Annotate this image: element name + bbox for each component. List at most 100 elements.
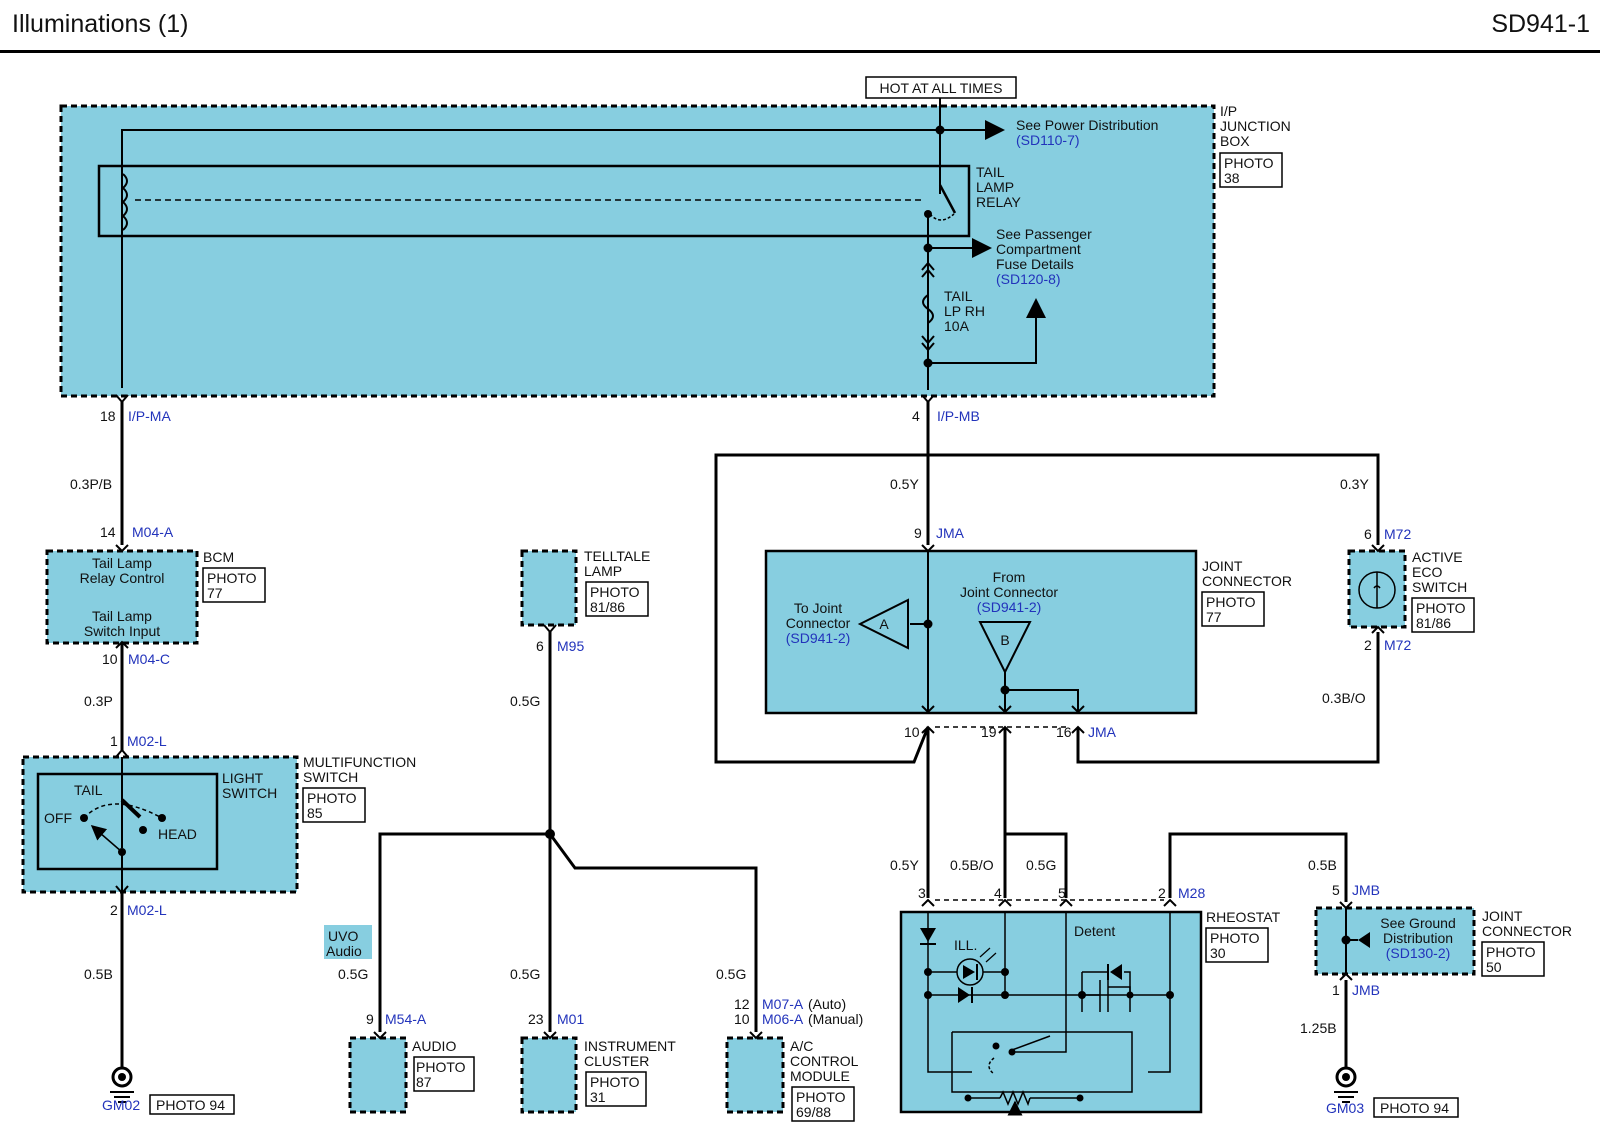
m01-pin: 23 bbox=[528, 1011, 544, 1027]
eco-photo-1: PHOTO bbox=[1416, 600, 1466, 616]
fuse-label-2: LP RH bbox=[944, 303, 985, 319]
jma-top-label: JMA bbox=[936, 525, 965, 541]
junction-box-name-2: JUNCTION bbox=[1220, 118, 1291, 134]
m72-bot-pin: 2 bbox=[1364, 637, 1372, 653]
junction-box-photo-box bbox=[1219, 152, 1283, 188]
eco-name-3: SWITCH bbox=[1412, 579, 1467, 595]
m01-label: M01 bbox=[557, 1011, 584, 1027]
bcm-text-2: Relay Control bbox=[80, 570, 165, 586]
ac-control-module-box bbox=[725, 1036, 785, 1114]
wire-telltale: 0.5G bbox=[510, 693, 540, 709]
from-joint-link[interactable]: (SD941-2) bbox=[977, 599, 1042, 615]
m02l-bot-pin: 2 bbox=[110, 902, 118, 918]
m95-label: M95 bbox=[557, 638, 584, 654]
telltale-photo-2: 81/86 bbox=[590, 599, 625, 615]
fuse-label-3: 10A bbox=[944, 318, 970, 334]
rheostat-photo-1: PHOTO bbox=[1210, 930, 1260, 946]
ac-name-2: CONTROL bbox=[790, 1053, 859, 1069]
jmb-ref-1: See Ground bbox=[1380, 915, 1456, 931]
rheostat-box bbox=[899, 910, 1203, 1114]
pos-head: HEAD bbox=[158, 826, 197, 842]
wire-jma-in: 0.5Y bbox=[890, 476, 919, 492]
m28-label: M28 bbox=[1178, 885, 1205, 901]
jmb-ref-link[interactable]: (SD130-2) bbox=[1386, 945, 1451, 961]
m06a-pin: 10 bbox=[734, 1011, 750, 1027]
m07a-pin: 12 bbox=[734, 996, 750, 1012]
ac-photo-1: PHOTO bbox=[796, 1089, 846, 1105]
wire-ipma: 0.3P/B bbox=[70, 476, 112, 492]
fuse-ref-label-3: Fuse Details bbox=[996, 256, 1074, 272]
light-switch-inner bbox=[36, 772, 219, 871]
cluster-photo-1: PHOTO bbox=[590, 1074, 640, 1090]
m72-top-label: M72 bbox=[1384, 526, 1411, 542]
page-id: SD941-1 bbox=[1491, 10, 1590, 38]
ipma-pin: 18 bbox=[100, 408, 116, 424]
gm02-photo: PHOTO 94 bbox=[156, 1097, 225, 1113]
jma-b3: 16 bbox=[1056, 724, 1072, 740]
m72-bot-label: M72 bbox=[1384, 637, 1411, 653]
light-switch-1: LIGHT bbox=[222, 770, 264, 786]
jmb-name-1: JOINT bbox=[1482, 908, 1523, 924]
ipmb-label: I/P-MB bbox=[937, 408, 980, 424]
m28-p1: 3 bbox=[918, 885, 926, 901]
m72-top-pin: 6 bbox=[1364, 526, 1372, 542]
hot-at-all-times-label: HOT AT ALL TIMES bbox=[880, 80, 1003, 96]
power-ref-link[interactable]: (SD110-7) bbox=[1016, 132, 1080, 148]
right-wiring bbox=[714, 402, 1380, 1070]
to-joint-letter: A bbox=[879, 616, 889, 632]
ac-photo-2: 69/88 bbox=[796, 1104, 831, 1120]
bcm-name: BCM bbox=[203, 549, 234, 565]
rheostat-photo-2: 30 bbox=[1210, 945, 1226, 961]
bcm-text-1: Tail Lamp bbox=[92, 555, 152, 571]
audio-photo-2: 87 bbox=[416, 1074, 432, 1090]
telltale-photo-box bbox=[585, 581, 649, 617]
telltale-connector-symbols bbox=[373, 624, 763, 1040]
from-joint-2: Joint Connector bbox=[960, 584, 1058, 600]
ac-name-3: MODULE bbox=[790, 1068, 850, 1084]
m28-p4: 2 bbox=[1158, 885, 1166, 901]
to-joint-link[interactable]: (SD941-2) bbox=[786, 630, 851, 646]
m07a-note: (Auto) bbox=[808, 996, 846, 1012]
jma-photo-1: PHOTO bbox=[1206, 594, 1256, 610]
ip-junction-box bbox=[59, 104, 1216, 398]
from-joint-letter: B bbox=[1000, 632, 1009, 648]
jma-b1: 10 bbox=[904, 724, 920, 740]
tail-lamp-relay-box bbox=[97, 164, 971, 238]
jmb-name-2: CONNECTOR bbox=[1482, 923, 1572, 939]
wire-jmb-bot: 1.25B bbox=[1300, 1020, 1337, 1036]
jmb-photo-box bbox=[1481, 941, 1545, 977]
pos-tail: TAIL bbox=[74, 782, 103, 798]
cluster-name-2: CLUSTER bbox=[584, 1053, 649, 1069]
m06a-note: (Manual) bbox=[808, 1011, 863, 1027]
rheostat-switch-arm bbox=[1011, 1035, 1051, 1051]
jma-b2: 19 bbox=[981, 724, 997, 740]
fuse-ref-link[interactable]: (SD120-8) bbox=[996, 271, 1061, 287]
ground-gm02-symbol bbox=[110, 1066, 134, 1103]
detent-label: Detent bbox=[1074, 923, 1115, 939]
m04a-label: M04-A bbox=[132, 524, 174, 540]
ill-led-rays bbox=[979, 947, 997, 963]
m04a-pin: 14 bbox=[100, 524, 116, 540]
jmb-bot-pin: 1 bbox=[1332, 982, 1340, 998]
gm03-label: GM03 bbox=[1326, 1100, 1364, 1116]
bcm-photo-2: 77 bbox=[207, 585, 223, 601]
telltale-photo-1: PHOTO bbox=[590, 584, 640, 600]
m04c-pin: 10 bbox=[102, 651, 118, 667]
resistor bbox=[999, 1090, 1031, 1107]
jmb-bot-label: JMB bbox=[1352, 982, 1380, 998]
telltale-lamp-box bbox=[520, 549, 578, 627]
junction-box-name-1: I/P bbox=[1220, 103, 1237, 119]
m02l-top-pin: 1 bbox=[110, 733, 118, 749]
audio-photo-box bbox=[413, 1056, 475, 1092]
wire-audio: 0.5G bbox=[338, 966, 368, 982]
jmb-ref-2: Distribution bbox=[1383, 930, 1453, 946]
jma-bot-label: JMA bbox=[1088, 724, 1117, 740]
cluster-photo-2: 31 bbox=[590, 1089, 606, 1105]
wire-rh1: 0.5Y bbox=[890, 857, 919, 873]
junction-box-wiring bbox=[115, 98, 1046, 404]
splice-dot bbox=[545, 829, 555, 839]
mfs-photo-box bbox=[302, 787, 366, 823]
right-diode bbox=[1110, 964, 1122, 980]
m07a-label: M07-A bbox=[762, 996, 804, 1012]
